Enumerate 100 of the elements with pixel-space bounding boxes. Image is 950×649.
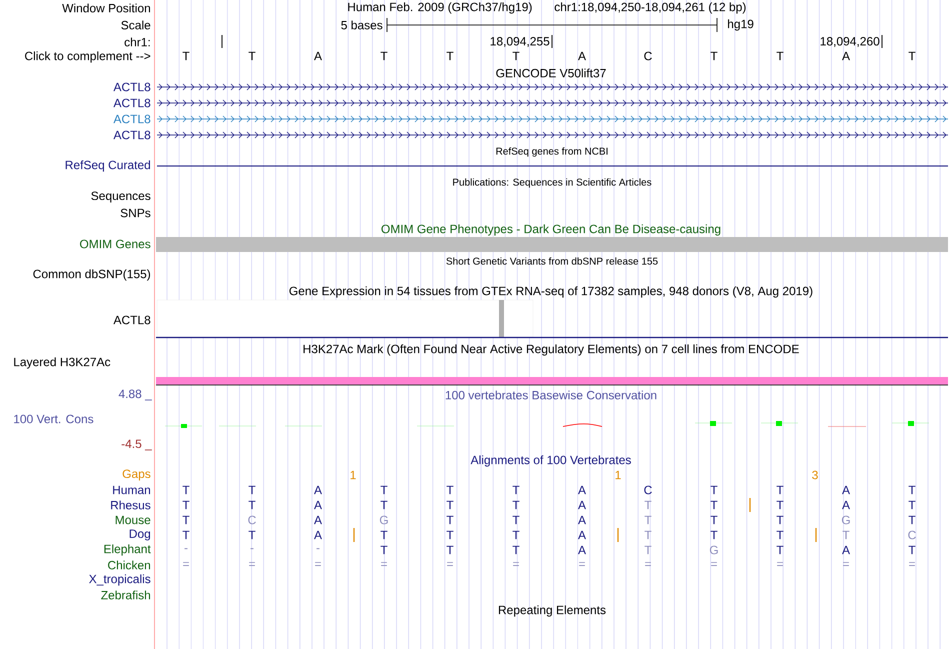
track-title: Alignments of 100 Vertebrates bbox=[470, 455, 631, 467]
coordinate-label: 18,094,260 bbox=[820, 37, 880, 47]
base-letter: T bbox=[446, 52, 454, 60]
base-letter: T bbox=[248, 52, 256, 60]
species-label: Dog bbox=[130, 530, 150, 540]
alignment-base: T bbox=[248, 530, 256, 540]
alignment-base: A bbox=[842, 486, 850, 494]
base-letter: A bbox=[578, 52, 586, 60]
base-letter: T bbox=[512, 52, 520, 60]
track-label: OMIM Genes bbox=[80, 240, 150, 248]
base-letter: A bbox=[314, 52, 322, 60]
alignment-base: A bbox=[314, 516, 322, 524]
alignment-base: = bbox=[579, 562, 585, 566]
alignment-base: T bbox=[908, 500, 916, 510]
alignment-base: A bbox=[578, 500, 586, 510]
alignment-base: T bbox=[776, 516, 784, 524]
alignment-base: T bbox=[446, 486, 454, 494]
alignment-base: T bbox=[710, 486, 718, 494]
gap-count: 1 bbox=[350, 470, 356, 480]
position-text: chr1:18,094,250-18,094,261 (12 bp) bbox=[554, 2, 746, 14]
track-label: Scale bbox=[121, 20, 150, 30]
gene-label: ACTL8 bbox=[113, 114, 150, 124]
species-label: Zebrafish bbox=[101, 590, 150, 600]
track-label: Sequences bbox=[91, 192, 150, 202]
alignment-base: A bbox=[578, 546, 586, 554]
base-letter: A bbox=[842, 52, 850, 60]
alignment-base: T bbox=[710, 500, 718, 510]
base-letter: T bbox=[908, 52, 916, 60]
alignment-base: T bbox=[512, 546, 520, 554]
gap-count: 1 bbox=[616, 470, 621, 480]
track-label: Layered H3K27Ac bbox=[14, 357, 110, 369]
alignment-base: A bbox=[314, 500, 322, 510]
alignment-base: - bbox=[184, 548, 188, 550]
track-title: Repeating Elements bbox=[498, 605, 606, 617]
alignment-base: T bbox=[182, 516, 190, 524]
track-label: ACTL8 bbox=[113, 316, 150, 324]
alignment-base: T bbox=[512, 516, 520, 524]
alignment-base: T bbox=[446, 530, 454, 540]
alignment-base: T bbox=[182, 486, 190, 494]
species-label: Mouse bbox=[116, 516, 150, 524]
alignment-base: T bbox=[380, 546, 388, 554]
alignment-base: T bbox=[908, 486, 916, 494]
track-title: Short Genetic Variants from dbSNP release 155 bbox=[446, 257, 658, 265]
alignment-base: T bbox=[776, 546, 784, 554]
alignment-base: A bbox=[578, 516, 586, 524]
alignment-base: T bbox=[776, 500, 784, 510]
alignment-base: T bbox=[182, 500, 190, 510]
alignment-base: - bbox=[250, 548, 254, 550]
track-title: H3K27Ac Mark (Often Found Near Active Regulatory Elements) on 7 cell lines from ENCODE bbox=[304, 344, 799, 356]
alignment-base: T bbox=[248, 486, 256, 494]
alignment-base: = bbox=[315, 562, 321, 566]
alignment-base: T bbox=[248, 500, 256, 510]
base-letter: T bbox=[710, 52, 718, 60]
gap-count: 3 bbox=[812, 470, 818, 480]
alignment-base: T bbox=[644, 546, 652, 554]
base-letter: C bbox=[644, 52, 652, 60]
alignment-base: A bbox=[842, 546, 850, 554]
track-label: SNPs bbox=[120, 208, 150, 218]
scale-label: hg19 bbox=[728, 19, 754, 31]
alignment-base: G bbox=[380, 516, 388, 524]
gene-label: ACTL8 bbox=[113, 98, 150, 108]
species-label: X_tropicalis bbox=[89, 574, 150, 586]
alignment-base: T bbox=[446, 500, 454, 510]
alignment-base: C bbox=[908, 530, 916, 540]
alignment-base: A bbox=[314, 530, 322, 540]
gene-label: ACTL8 bbox=[113, 130, 150, 140]
alignment-base: T bbox=[842, 530, 850, 540]
track-title: RefSeq genes from NCBI bbox=[496, 147, 608, 157]
species-label: Rhesus bbox=[111, 500, 150, 510]
position-text: Human Feb. 2009 (GRCh37/hg19) bbox=[348, 2, 532, 14]
alignment-base: = bbox=[909, 562, 915, 566]
track-title: OMIM Gene Phenotypes - Dark Green Can Be Disease-causing bbox=[382, 224, 720, 236]
alignment-base: T bbox=[446, 546, 454, 554]
alignment-base: = bbox=[843, 562, 849, 566]
alignment-base: T bbox=[710, 530, 718, 540]
alignment-base: T bbox=[908, 516, 916, 524]
alignment-base: T bbox=[512, 530, 520, 540]
alignment-base: T bbox=[182, 530, 190, 540]
alignment-base: = bbox=[249, 562, 255, 566]
alignment-base: A bbox=[578, 486, 586, 494]
species-label: Human bbox=[113, 486, 150, 494]
alignment-base: G bbox=[710, 546, 718, 554]
track-label: chr1: bbox=[124, 38, 150, 46]
alignment-base: G bbox=[842, 516, 850, 524]
alignment-base: A bbox=[578, 530, 586, 540]
alignment-base: A bbox=[842, 500, 850, 510]
alignment-base: C bbox=[248, 516, 256, 524]
track-label: Window Position bbox=[62, 4, 150, 12]
alignment-base: T bbox=[644, 516, 652, 524]
track-title: 100 vertebrates Basewise Conservation bbox=[446, 390, 656, 400]
axis-label: -4.5 _ bbox=[122, 440, 152, 450]
track-label: Click to complement --> bbox=[25, 51, 150, 63]
alignment-base: T bbox=[380, 530, 388, 540]
alignment-base: T bbox=[776, 486, 784, 494]
alignment-base: = bbox=[183, 562, 189, 566]
track-label: Common dbSNP(155) bbox=[33, 269, 150, 281]
axis-label: 4.88 _ bbox=[118, 390, 152, 400]
species-label: Chicken bbox=[108, 560, 150, 570]
alignment-base: T bbox=[512, 486, 520, 494]
alignment-base: = bbox=[513, 562, 519, 566]
